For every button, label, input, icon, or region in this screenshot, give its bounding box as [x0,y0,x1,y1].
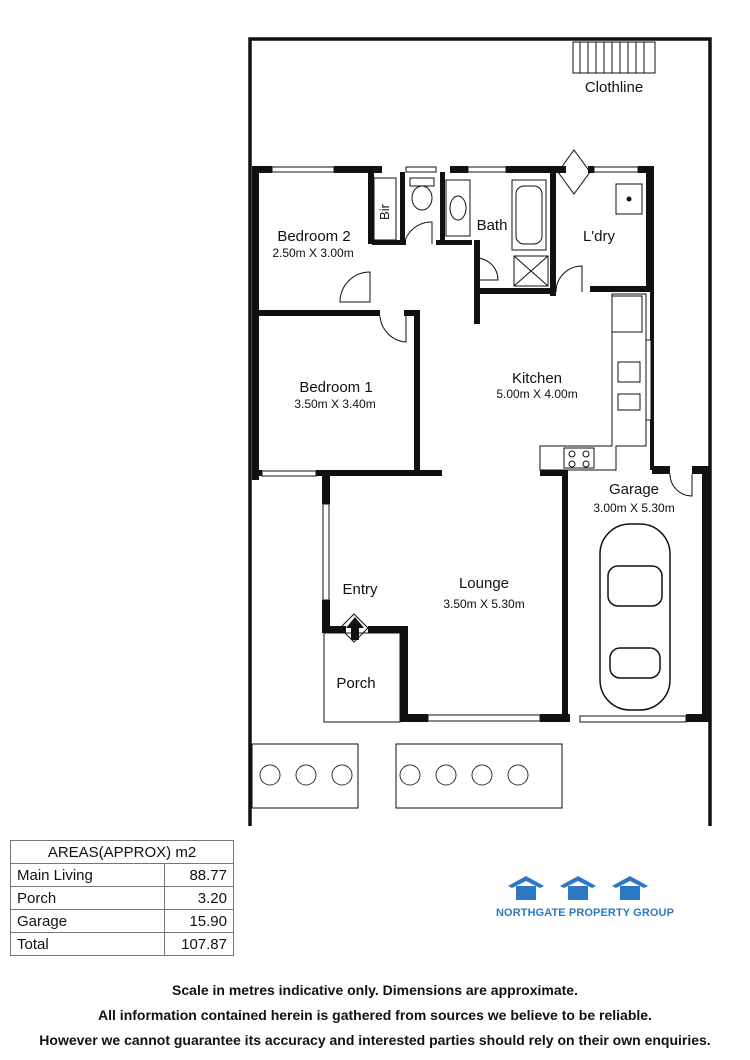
room-dim-bedroom1: 3.50m X 3.40m [294,397,375,411]
areas-row-label: Porch [10,886,165,910]
room-label-bath: Bath [477,217,508,234]
room-label-laundry: L'dry [583,228,616,245]
room-dim-bedroom2: 2.50m X 3.00m [272,246,353,260]
room-dim-kitchen: 5.00m X 4.00m [496,387,577,401]
room-label-bedroom2: Bedroom 2 [277,228,350,245]
disclaimer-line: Scale in metres indicative only. Dimensi… [172,982,578,998]
car-icon [599,523,671,711]
floor-plan: Clothline Bedroom 2 2.50m X 3.00m Bir Ba… [248,37,712,826]
boundary [248,37,712,826]
windows [261,166,687,723]
fixtures [373,177,647,471]
room-label-bir: Bir [377,203,392,220]
areas-row: Porch 3.20 [10,886,234,910]
areas-row-value: 15.90 [164,909,234,933]
house-icons [508,876,648,900]
areas-row-value: 3.20 [164,886,234,910]
room-label-lounge: Lounge [459,575,509,592]
room-label-entry: Entry [342,581,378,598]
disclaimer-line: All information contained herein is gath… [98,1007,652,1023]
room-dim-garage: 3.00m X 5.30m [593,501,674,515]
shrub-icons [259,764,529,786]
areas-header-row: AREAS(APPROX) m2 [10,840,234,864]
room-label-bedroom1: Bedroom 1 [299,379,372,396]
disclaimer-line: However we cannot guarantee its accuracy… [39,1032,711,1048]
areas-row-label: Garage [10,909,165,933]
room-label-kitchen: Kitchen [512,370,562,387]
areas-row-value: 88.77 [164,863,234,887]
areas-row: Garage 15.90 [10,909,234,933]
brand-name: NORTHGATE PROPERTY GROUP [496,907,675,919]
landscape [251,632,563,809]
areas-row: Total 107.87 [10,932,234,956]
areas-row-label: Main Living [10,863,165,887]
clothesline-symbol [572,41,656,74]
room-label-clothline: Clothline [585,79,643,96]
walls [252,166,709,722]
room-label-garage: Garage [609,481,659,498]
areas-row-value: 107.87 [164,932,234,956]
brand-logo [508,876,648,900]
areas-table: AREAS(APPROX) m2 Main Living 88.77 Porch… [10,840,234,956]
areas-row-label: Total [10,932,165,956]
doors [339,149,693,643]
areas-header: AREAS(APPROX) m2 [10,840,234,864]
entry-arrow-icon [346,617,364,640]
disclaimer: Scale in metres indicative only. Dimensi… [0,978,750,1053]
room-dim-lounge: 3.50m X 5.30m [443,597,524,611]
room-label-porch: Porch [336,675,375,692]
areas-row: Main Living 88.77 [10,863,234,887]
